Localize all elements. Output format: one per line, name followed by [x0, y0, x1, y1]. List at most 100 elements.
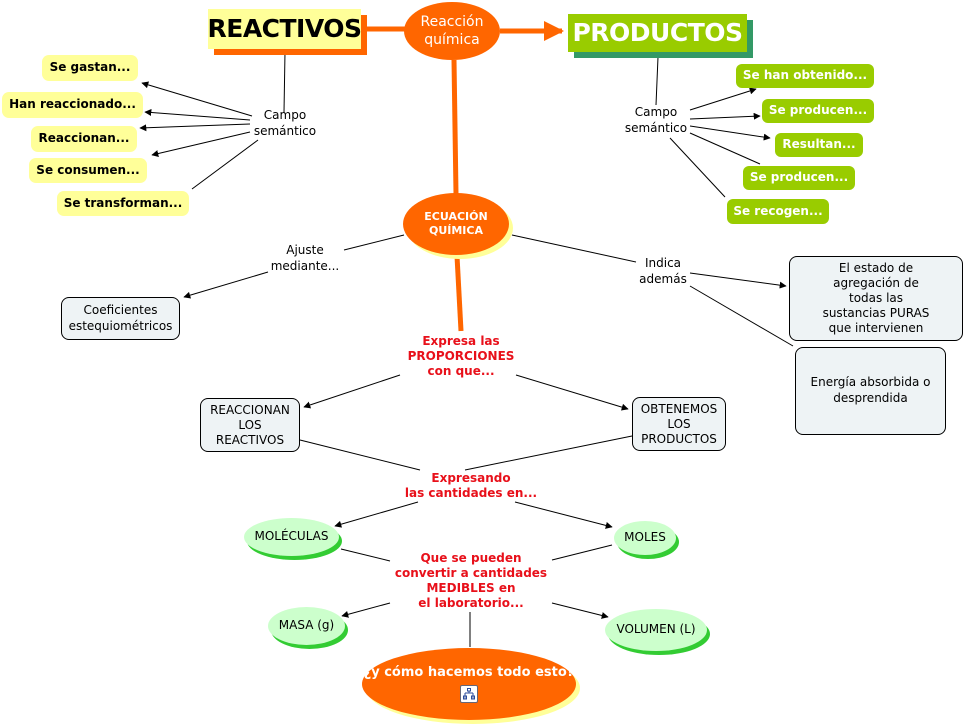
ecuacion-quimica-node[interactable]: ECUACIÓN QUÍMICA [403, 193, 509, 255]
moles-node[interactable]: MOLES [614, 521, 676, 555]
link [141, 81, 253, 117]
ajuste-label: Ajuste mediante... [262, 243, 348, 275]
link-label-line: semántico [253, 124, 317, 138]
node-line: OBTENEMOS [640, 401, 718, 416]
medibles-label: Que se pueden convertir a cantidades MED… [386, 549, 556, 613]
productos-item[interactable]: Se recogen... [727, 199, 829, 224]
link-label-line: convertir a cantidades [394, 566, 548, 580]
link [551, 602, 609, 619]
masa-node[interactable]: MASA (g) [268, 607, 345, 645]
energia-node[interactable]: Energía absorbida o desprendida [795, 347, 946, 435]
node-line: Energía absorbida o [810, 375, 931, 390]
node-line: estequiométricos [68, 318, 173, 333]
reactivos-item[interactable]: Se transforman... [57, 191, 189, 216]
link [283, 51, 286, 113]
estado-agregacion-node[interactable]: El estado de agregación de todas las sus… [789, 256, 963, 341]
reaccionan-reactivos-node[interactable]: REACCIONAN LOS REACTIVOS [200, 398, 300, 452]
node-label: VOLUMEN (L) [616, 622, 696, 637]
concept-map-link-icon[interactable] [460, 685, 478, 704]
item-label: Han reaccionado... [9, 97, 136, 112]
proporciones-label: Expresa las PROPORCIONES con que... [386, 332, 536, 380]
productos-item[interactable]: Resultan... [775, 133, 863, 157]
ecuacion-label-line1: ECUACIÓN [424, 210, 488, 224]
link-label-line: Campo [263, 108, 307, 123]
link-label-line: Ajuste [286, 243, 324, 258]
link [191, 139, 259, 190]
como-hacemos-node[interactable]: ¿y cómo hacemos todo esto? [362, 648, 576, 720]
question-label: ¿y cómo hacemos todo esto? [363, 664, 575, 680]
node-line: todas las [848, 291, 904, 305]
productos-label: PRODUCTOS [572, 17, 743, 47]
item-label: Resultan... [782, 137, 856, 152]
link-reaccion-ecuacion [451, 59, 459, 195]
obtenemos-productos-node[interactable]: OBTENEMOS LOS PRODUCTOS [632, 397, 726, 451]
node-line: El estado de [838, 261, 914, 275]
node-line: desprendida [833, 391, 908, 405]
productos-item[interactable]: Se producen... [743, 166, 855, 190]
moleculas-node[interactable]: MOLÉCULAS [244, 518, 339, 556]
link-label-line: Campo [634, 105, 678, 120]
link-label-line: Expresa las [422, 333, 500, 348]
link-label-line: mediante... [270, 259, 340, 273]
link [515, 374, 629, 411]
productos-node[interactable]: PRODUCTOS [568, 14, 747, 52]
reaccion-label-line1: Reacción [420, 13, 484, 30]
node-line: LOS [238, 417, 262, 432]
reactivos-item[interactable]: Se consumen... [29, 158, 147, 183]
node-line: REACTIVOS [215, 432, 285, 447]
link [139, 123, 251, 132]
productos-item[interactable]: Se han obtenido... [736, 64, 874, 88]
productos-item[interactable]: Se producen... [762, 99, 874, 123]
link [511, 234, 637, 263]
link [299, 439, 421, 471]
link-label-line: MEDIBLES en [426, 581, 516, 595]
volumen-node[interactable]: VOLUMEN (L) [605, 609, 707, 651]
item-label: Se consumen... [36, 162, 140, 177]
link-ecuacion-proporciones [454, 255, 464, 332]
coeficientes-node[interactable]: Coeficientes estequiométricos [61, 297, 180, 340]
reaccion-label-line2: química [424, 32, 480, 48]
node-line: sustancias PURAS [822, 306, 930, 320]
node-line: REACCIONAN [210, 402, 290, 417]
node-label: MOLES [624, 530, 666, 545]
link [689, 125, 771, 141]
link [655, 56, 659, 106]
link-label-line: Indica [644, 256, 682, 271]
node-line: que intervienen [828, 321, 924, 335]
link-label-line: Expresando [431, 471, 511, 485]
item-label: Se han obtenido... [742, 68, 868, 83]
indica-label: Indica además [632, 256, 694, 288]
link-label-line: además [639, 272, 687, 286]
link [340, 548, 391, 562]
link [689, 132, 761, 165]
link-label-line: con que... [427, 363, 495, 378]
link [464, 435, 633, 471]
link-label-line: el laboratorio... [418, 596, 524, 610]
link [341, 602, 391, 618]
node-line: LOS [667, 416, 691, 431]
link [689, 87, 757, 111]
item-label: Se producen... [768, 103, 868, 118]
node-line: agregación de [833, 276, 919, 290]
reactivos-item[interactable]: Se gastan... [42, 55, 138, 81]
item-label: Se producen... [749, 170, 849, 185]
item-label: Se recogen... [733, 203, 823, 218]
link [343, 234, 405, 251]
reaccion-quimica-node[interactable]: Reacción química [404, 2, 500, 60]
link [151, 131, 251, 157]
node-label: MASA (g) [278, 618, 335, 633]
link [334, 501, 419, 528]
productos-campo-semantico-label: Campo semántico [616, 105, 696, 137]
link [183, 271, 269, 299]
reactivos-item[interactable]: Han reaccionado... [2, 92, 143, 118]
link-label-line: semántico [624, 121, 688, 135]
item-label: Se transforman... [63, 195, 183, 210]
reactivos-item[interactable]: Reaccionan... [31, 126, 137, 152]
link [144, 108, 251, 121]
reactivos-node[interactable]: REACTIVOS [207, 9, 362, 49]
link [689, 285, 794, 347]
cantidades-label: Expresando las cantidades en... [396, 470, 546, 502]
link [689, 112, 761, 120]
link [514, 501, 613, 529]
item-label: Reaccionan... [38, 131, 130, 146]
